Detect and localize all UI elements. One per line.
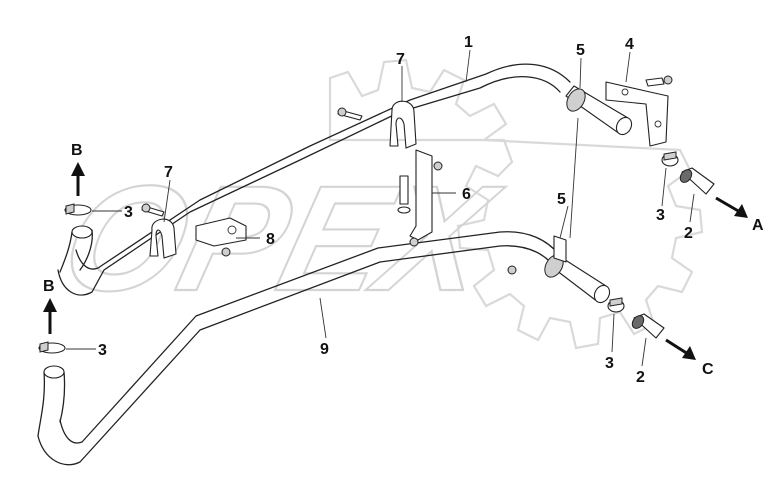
callout-8: 8 — [266, 231, 275, 248]
flow-label-a: A — [752, 217, 764, 234]
flow-label-b-lower: B — [43, 278, 55, 295]
fitting-lower — [631, 313, 665, 339]
flow-labels: A C B B — [43, 142, 764, 378]
pipe-lower — [37, 231, 561, 466]
callout-3-upper-right: 3 — [656, 207, 665, 224]
hose-clamp-upper-left-tab — [65, 203, 75, 215]
bracket-4-plate — [605, 81, 669, 147]
bracket-4-hole-lower — [654, 120, 662, 128]
callout-4: 4 — [625, 36, 634, 53]
stub-upper-end — [615, 116, 633, 136]
leader-lines — [66, 49, 695, 367]
bracket-6-nut-bottom — [409, 237, 419, 247]
clamp-7-left-body — [149, 218, 177, 259]
bracket-6-nut-top — [433, 161, 443, 171]
bracket-8 — [195, 217, 247, 257]
bracket-4-nut — [663, 75, 673, 85]
callouts: 1 5 4 7 7 6 5 8 9 3 3 3 3 2 2 — [98, 34, 693, 386]
stub-upper — [565, 85, 633, 136]
fitting-upper — [679, 167, 715, 195]
pipe-lower-outline-inner — [59, 231, 561, 444]
flow-label-c: C — [702, 361, 714, 378]
stub-upper-collar — [566, 88, 586, 112]
bracket-4-hole — [621, 88, 629, 96]
stub-lower-end — [593, 284, 611, 304]
pipe-upper-left-hose — [59, 229, 93, 273]
fitting-lower-nozzle — [631, 315, 645, 329]
bracket-4 — [605, 75, 673, 147]
hose-clamp-upper-right-tab — [663, 151, 677, 161]
clamp-7-upper-body — [389, 100, 417, 149]
callout-2-lower: 2 — [636, 369, 645, 386]
fitting-upper-nozzle — [679, 169, 693, 183]
clamp-7-left — [141, 203, 177, 259]
callout-5-upper: 5 — [576, 42, 585, 59]
pipe-upper-left-end — [71, 225, 93, 239]
callout-3-lower-right: 3 — [605, 355, 614, 372]
pipe-lower-left-end — [43, 365, 65, 379]
callout-3-upper-left: 3 — [124, 204, 133, 221]
bracket-5-lower — [507, 235, 567, 275]
hose-clamp-upper-left — [64, 203, 92, 216]
bracket-4-bolt — [645, 77, 665, 87]
hose-clamp-lower-right — [607, 297, 625, 313]
hose-clamp-lower-left — [38, 341, 66, 354]
callout-3-lower-left: 3 — [98, 342, 107, 359]
pipe-upper-outline — [57, 76, 561, 296]
stub-lower — [544, 253, 611, 304]
callout-7-left: 7 — [164, 164, 173, 181]
hose-clamp-lower-right-tab — [609, 297, 623, 307]
bracket-5-lower-nut — [507, 265, 517, 275]
watermark-gear-outline — [328, 58, 704, 350]
flow-arrow-a — [715, 196, 748, 218]
bracket-8-nut — [221, 247, 231, 257]
hose-clamp-lower-left-tab — [39, 341, 49, 353]
callout-5-lower: 5 — [557, 191, 566, 208]
bracket-6-bolt — [399, 175, 409, 205]
clamp-7-upper — [337, 100, 417, 149]
callout-1: 1 — [464, 34, 473, 51]
flow-arrow-c — [665, 338, 696, 360]
bracket-5-lower-plate — [553, 235, 567, 263]
pipe-lower-outline — [37, 245, 557, 466]
callout-7-upper: 7 — [396, 51, 405, 68]
flow-label-b-upper: B — [71, 142, 83, 159]
pipe-lower-left-hose — [37, 371, 66, 437]
flow-arrow-b-upper — [71, 162, 85, 196]
bracket-6-washer — [397, 206, 411, 214]
watermark: OPEX — [46, 58, 704, 350]
bracket-6 — [397, 149, 443, 247]
callout-9: 9 — [320, 341, 329, 358]
callout-2-upper: 2 — [684, 225, 693, 242]
clamp-7-left-nut — [141, 203, 151, 213]
flow-arrow-b-lower — [43, 298, 57, 334]
pipe-upper — [57, 63, 571, 296]
bracket-8-hole — [227, 225, 237, 235]
watermark-text: OPEX — [48, 155, 515, 322]
pipe-upper-outline-inner — [75, 63, 571, 270]
clamp-7-upper-nut — [337, 107, 347, 117]
hose-clamp-upper-right — [661, 151, 679, 167]
callout-6: 6 — [462, 186, 471, 203]
bracket-8-plate — [195, 217, 247, 247]
